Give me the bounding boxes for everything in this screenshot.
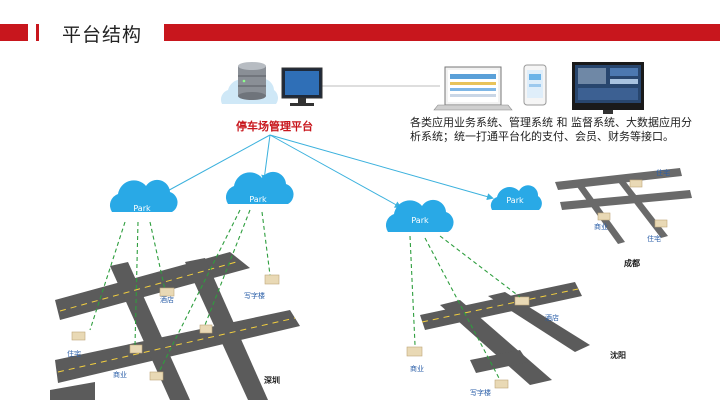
park-links xyxy=(89,209,521,381)
platform-description-line1: 各类应用业务系统、管理系统 和 监督系统、大数据应用分 xyxy=(410,116,692,129)
city-label-shenyang: 沈阳 xyxy=(610,350,626,360)
cloud-label: Park xyxy=(133,204,151,213)
database-icon xyxy=(238,62,266,100)
place-label: 住宅 xyxy=(647,234,661,243)
city-label-shenzhen: 深圳 xyxy=(264,375,280,385)
laptop-icon xyxy=(433,66,513,111)
place-label: 商业 xyxy=(410,364,424,373)
platform-label: 停车场管理平台 xyxy=(236,120,313,133)
place-label: 住宅 xyxy=(656,168,670,177)
place-label: 商业 xyxy=(594,222,608,231)
place-label: 写字楼 xyxy=(244,291,265,300)
place-label: 住宅 xyxy=(67,349,81,358)
platform-links xyxy=(160,134,494,208)
shenyang-roads xyxy=(420,282,590,385)
chengdu-roads xyxy=(555,168,692,244)
cloud-park-3: Park xyxy=(385,199,454,232)
cloud-park-4: Park xyxy=(490,185,542,210)
header-bar-left xyxy=(0,24,28,41)
display-icon xyxy=(572,62,644,114)
page-title: 平台结构 xyxy=(62,24,143,46)
cloud-label: Park xyxy=(506,196,524,205)
platform-server xyxy=(220,62,278,104)
place-label: 写字楼 xyxy=(470,388,491,397)
cloud-park-2: Park xyxy=(225,171,294,204)
place-label: 酒店 xyxy=(160,295,174,304)
shenzhen-roads xyxy=(50,252,300,400)
monitor-icon xyxy=(281,67,323,106)
cloud-label: Park xyxy=(411,216,429,225)
platform-description-line2: 析系统；统一打通平台化的支付、会员、财务等接口。 xyxy=(410,130,674,143)
header-bar-right xyxy=(164,24,720,41)
city-label-chengdu: 成都 xyxy=(624,258,640,268)
cloud-label: Park xyxy=(249,195,267,204)
phone-icon xyxy=(523,64,547,106)
cloud-park-1: Park xyxy=(109,179,178,213)
place-label: 商业 xyxy=(113,370,127,379)
buildings xyxy=(71,179,668,389)
place-label: 酒店 xyxy=(545,313,559,322)
header-bar-tick xyxy=(36,24,39,41)
